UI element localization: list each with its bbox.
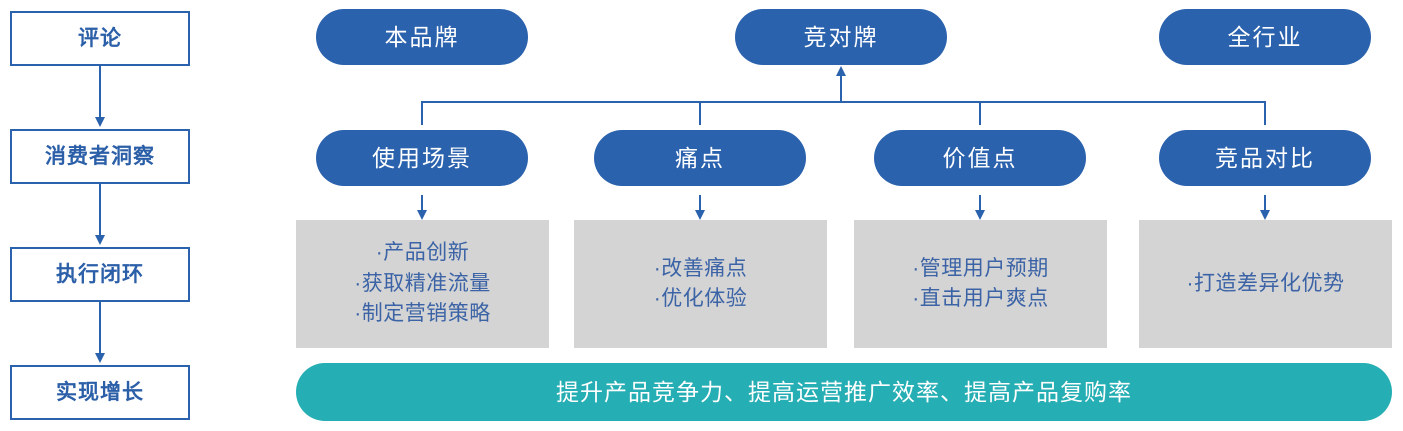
down-arrow-icon-3 [975, 195, 985, 220]
outcome-panel-3: ·管理用户预期 ·直击用户爽点 [854, 220, 1107, 348]
outcome-bullet: ·打造差异化优势 [1186, 271, 1345, 295]
flow-step-consumer-insight[interactable]: 消费者洞察 [10, 129, 190, 184]
down-arrow-icon-1 [417, 195, 427, 220]
source-pill-own-brand[interactable]: 本品牌 [316, 9, 528, 65]
flow-arrow-1 [95, 66, 105, 127]
outcome-panel-2: ·改善痛点 ·优化体验 [574, 220, 827, 348]
source-pill-whole-industry[interactable]: 全行业 [1159, 9, 1371, 65]
bracket-stub-1 [421, 101, 423, 125]
source-pill-competitor-brand[interactable]: 竞对牌 [735, 9, 947, 65]
bracket-stub-4 [1264, 101, 1266, 125]
outcome-bullet: ·直击用户爽点 [912, 287, 1049, 310]
outcome-bullet: ·获取精准流量 [354, 271, 491, 295]
dimension-pill-value-point[interactable]: 价值点 [874, 130, 1086, 186]
outcome-bullet: ·管理用户预期 [912, 256, 1049, 280]
flow-arrow-2 [95, 184, 105, 245]
outcome-panel-4: ·打造差异化优势 [1139, 220, 1392, 348]
outcome-bullet: ·改善痛点 [653, 256, 748, 280]
flow-step-achieve-growth[interactable]: 实现增长 [10, 365, 190, 420]
dimension-pill-usage-scenario[interactable]: 使用场景 [316, 130, 528, 186]
outcome-bullet: ·制定营销策略 [354, 302, 491, 326]
outcome-bullet: ·产品创新 [375, 241, 470, 265]
flow-step-comment[interactable]: 评论 [10, 11, 190, 66]
dimension-pill-pain-point[interactable]: 痛点 [594, 130, 806, 186]
bracket-up-arrow-icon [836, 66, 846, 103]
bracket-stub-3 [979, 101, 981, 125]
bracket-stub-2 [699, 101, 701, 125]
dimension-pill-competitor-comparison[interactable]: 竞品对比 [1159, 130, 1371, 186]
flow-arrow-3 [95, 302, 105, 363]
down-arrow-icon-4 [1260, 195, 1270, 220]
flow-step-execution-loop[interactable]: 执行闭环 [10, 247, 190, 302]
bracket-horizontal-line [421, 101, 1266, 103]
outcome-panel-1: ·产品创新 ·获取精准流量 ·制定营销策略 [296, 220, 549, 348]
down-arrow-icon-2 [695, 195, 705, 220]
outcome-bullet: ·优化体验 [653, 287, 748, 310]
summary-banner: 提升产品竞争力、提高运营推广效率、提高产品复购率 [296, 363, 1392, 421]
